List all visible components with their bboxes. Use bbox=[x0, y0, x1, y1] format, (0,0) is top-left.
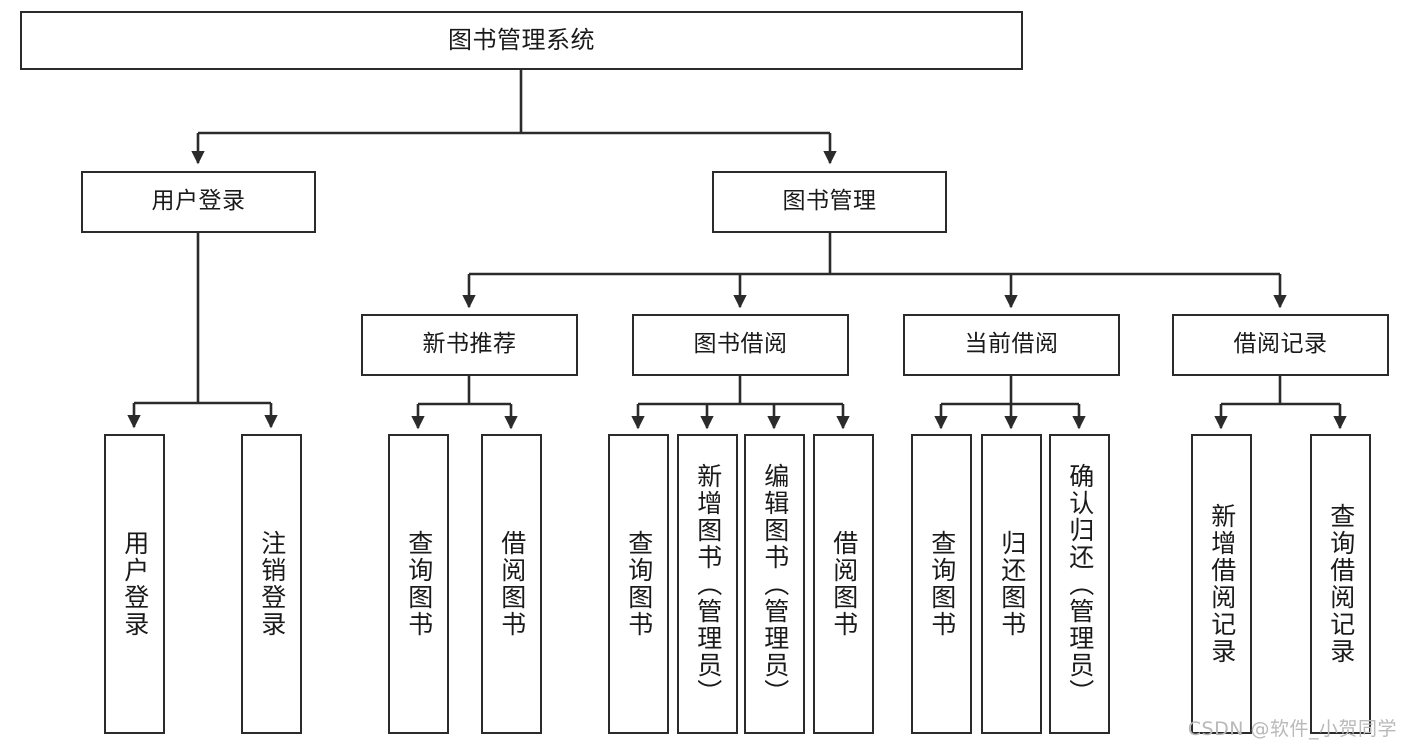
node-label: 用户登录 bbox=[120, 530, 150, 638]
leaf-recommend-borrow-book[interactable]: 借阅图书 bbox=[481, 434, 542, 734]
leaf-user-login-logout[interactable]: 注销登录 bbox=[241, 434, 302, 734]
leaf-record-query-record[interactable]: 查询借阅记录 bbox=[1310, 434, 1371, 734]
node-new-book-recommend[interactable]: 新书推荐 bbox=[361, 314, 578, 376]
leaf-user-login-login[interactable]: 用户登录 bbox=[104, 434, 165, 734]
node-label: 图书管理 bbox=[782, 188, 877, 215]
node-label: 新增图书（管理员） bbox=[693, 462, 723, 706]
node-current-borrow[interactable]: 当前借阅 bbox=[903, 314, 1120, 376]
node-label: 确认归还（管理员） bbox=[1065, 462, 1095, 706]
node-label: 用户登录 bbox=[151, 188, 246, 215]
node-label: 当前借阅 bbox=[964, 331, 1059, 358]
leaf-current-query-book[interactable]: 查询图书 bbox=[911, 434, 972, 734]
node-book-borrow[interactable]: 图书借阅 bbox=[632, 314, 849, 376]
leaf-borrow-edit-book[interactable]: 编辑图书（管理员） bbox=[744, 434, 805, 734]
node-label: 编辑图书（管理员） bbox=[760, 462, 790, 706]
leaf-recommend-query-book[interactable]: 查询图书 bbox=[388, 434, 449, 734]
node-label: 借阅记录 bbox=[1233, 331, 1328, 358]
node-book-management[interactable]: 图书管理 bbox=[712, 171, 947, 233]
leaf-borrow-query-book[interactable]: 查询图书 bbox=[608, 434, 669, 734]
node-label: 新书推荐 bbox=[422, 331, 517, 358]
node-label: 图书管理系统 bbox=[448, 26, 595, 55]
leaf-record-add-record[interactable]: 新增借阅记录 bbox=[1191, 434, 1252, 734]
node-label: 查询图书 bbox=[624, 530, 654, 638]
leaf-current-return-book[interactable]: 归还图书 bbox=[981, 434, 1042, 734]
node-label: 注销登录 bbox=[257, 530, 287, 638]
node-borrow-record[interactable]: 借阅记录 bbox=[1172, 314, 1389, 376]
node-root-system[interactable]: 图书管理系统 bbox=[20, 11, 1023, 70]
node-label: 借阅图书 bbox=[497, 530, 527, 638]
node-label: 图书借阅 bbox=[693, 331, 788, 358]
node-user-login[interactable]: 用户登录 bbox=[81, 171, 316, 233]
node-label: 借阅图书 bbox=[829, 530, 859, 638]
leaf-borrow-add-book[interactable]: 新增图书（管理员） bbox=[677, 434, 738, 734]
leaf-current-confirm-return[interactable]: 确认归还（管理员） bbox=[1049, 434, 1110, 734]
node-label: 查询图书 bbox=[927, 530, 957, 638]
leaf-borrow-borrow-book[interactable]: 借阅图书 bbox=[813, 434, 874, 734]
node-label: 查询借阅记录 bbox=[1326, 503, 1356, 665]
node-label: 新增借阅记录 bbox=[1207, 503, 1237, 665]
node-label: 查询图书 bbox=[404, 530, 434, 638]
node-label: 归还图书 bbox=[997, 530, 1027, 638]
